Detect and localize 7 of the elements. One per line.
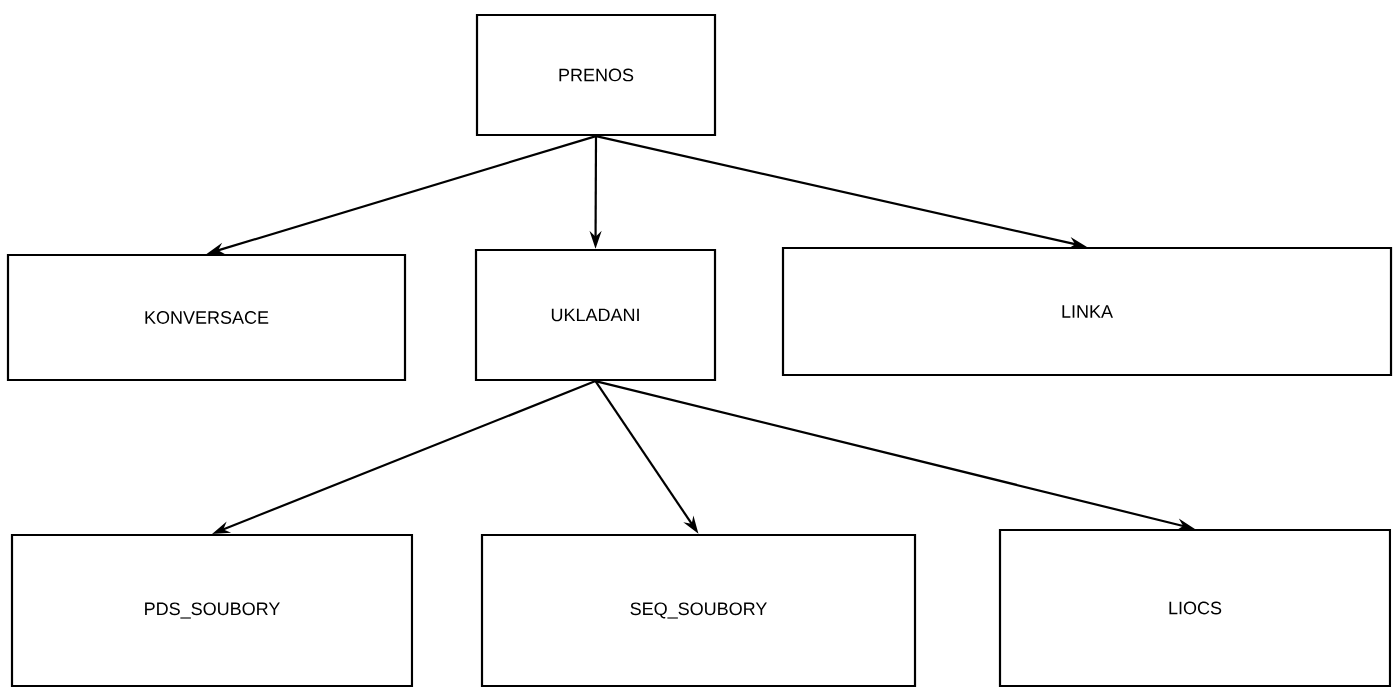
process-box: UKLADANI [474, 248, 717, 382]
process-box: LINKA [781, 246, 1393, 377]
process-box: PRENOS [475, 13, 717, 137]
process-box: SEQ_SOUBORY [480, 533, 917, 688]
process-box: PDS_SOUBORY [10, 533, 414, 688]
process-box: KONVERSACE [6, 253, 407, 382]
process-box: LIOCS [998, 528, 1392, 688]
